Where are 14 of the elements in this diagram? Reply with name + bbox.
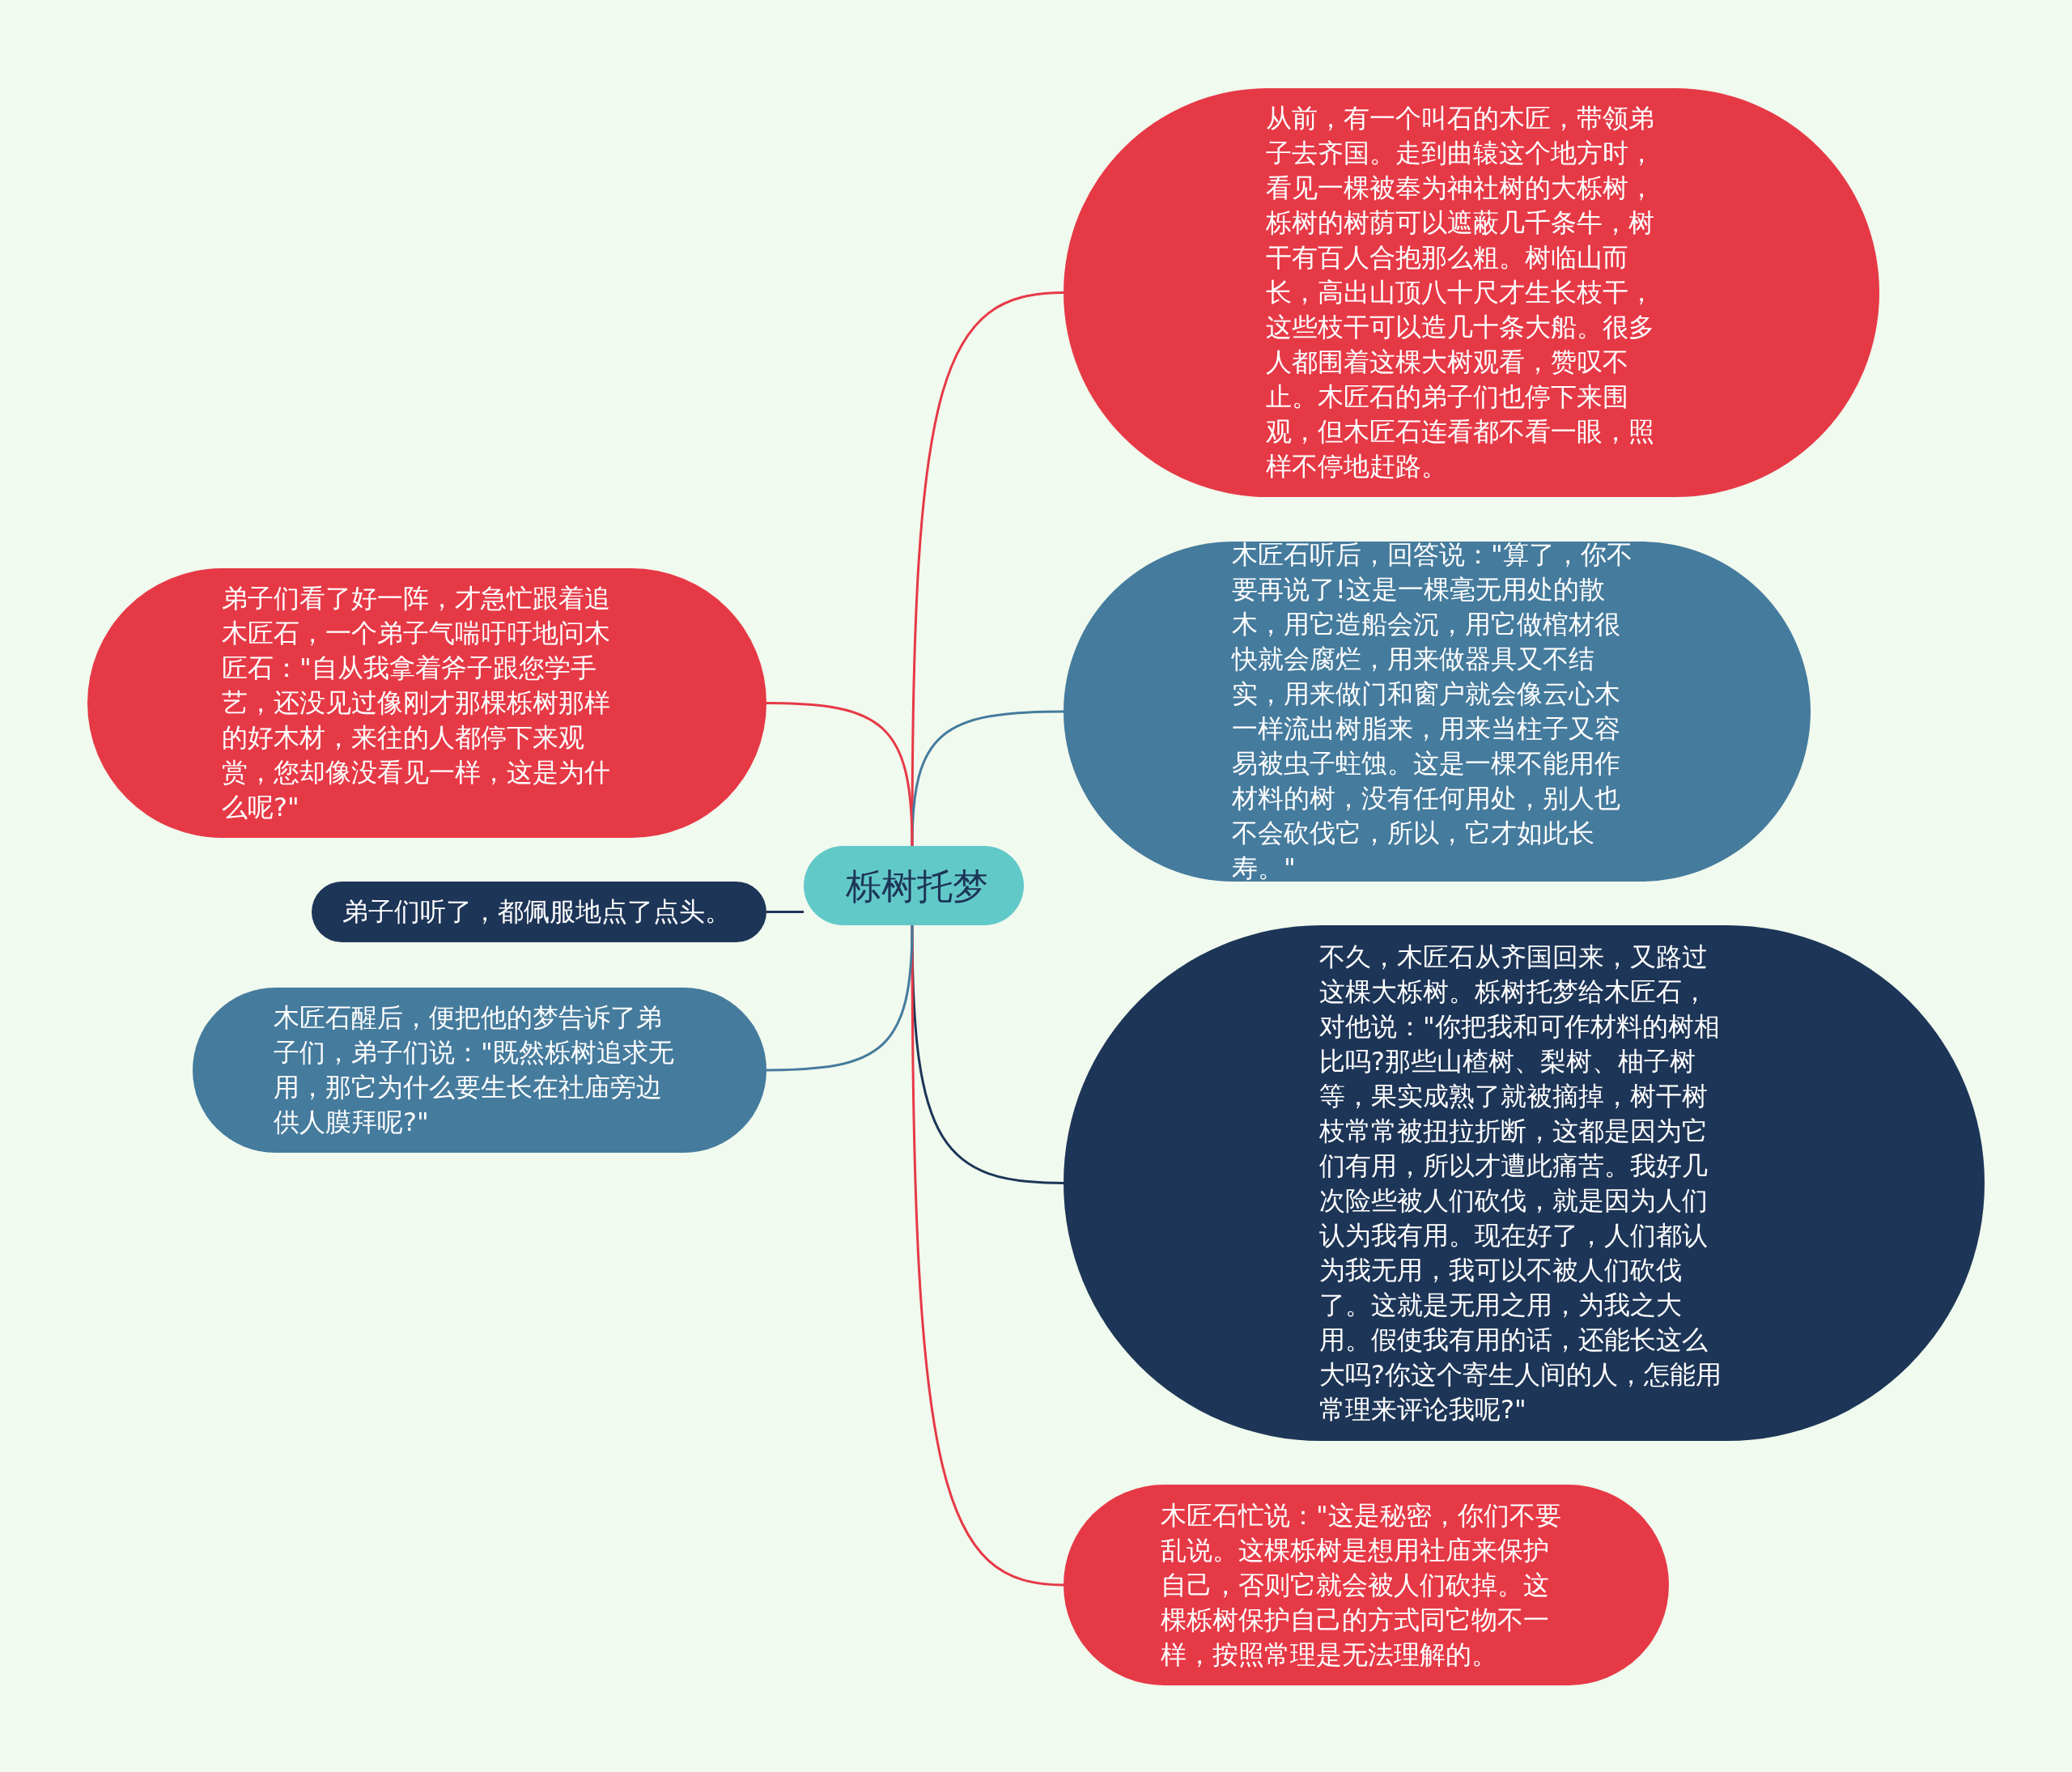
connector-line bbox=[911, 925, 1064, 1587]
topic-bubble: 弟子们看了好一阵，才急忙跟着追木匠石，一个弟子气喘吁吁地问木匠石："自从我拿着斧子跟您学手艺，还没见过像刚才那棵栎树那样的好木材，来往的人都停下来观赏，您却像没看见一样，这是为什么呢?" bbox=[87, 568, 766, 838]
topic-bubble: 木匠石醒后，便把他的梦告诉了弟子们，弟子们说："既然栎树追求无用，那它为什么要生长在社庙旁边供人膜拜呢?" bbox=[193, 988, 766, 1153]
connector-line bbox=[766, 911, 804, 913]
topic-bubble: 木匠石忙说："这是秘密，你们不要乱说。这棵栎树是想用社庙来保护自己，否则它就会被人们砍掉。这棵栎树保护自己的方式同它物不一样，按照常理是无法理解的。 bbox=[1064, 1485, 1669, 1685]
topic-bubble: 弟子们听了，都佩服地点了点头。 bbox=[312, 882, 766, 942]
connector-line bbox=[911, 291, 1064, 846]
connector-line bbox=[911, 710, 1064, 847]
topic-bubble: 从前，有一个叫石的木匠，带领弟子去齐国。走到曲辕这个地方时，看见一棵被奉为神社树的大栎树，栎树的树荫可以遮蔽几千条牛，树干有百人合抱那么粗。树临山而长，高出山顶八十尺才生长枝干，这些枝干可以造几十条大船。很多人都围着这棵大树观看，赞叹不止。木匠石的弟子们也停下来围观，但木匠石连看都不看一眼，照样不停地赶路。 bbox=[1064, 88, 1879, 497]
topic-bubble: 木匠石听后，回答说："算了，你不要再说了!这是一棵毫无用处的散木，用它造船会沉，用它做棺材很快就会腐烂，用来做器具又不结实，用来做门和窗户就会像云心木一样流出树脂来，用来当柱子又容易被虫子蛀蚀。这是一棵不能用作材料的树，没有任何用处，别人也不会砍伐它，所以，它才如此长寿。" bbox=[1064, 542, 1811, 882]
topic-bubble: 不久，木匠石从齐国回来，又路过这棵大栎树。栎树托梦给木匠石，对他说："你把我和可作材料的树相比吗?那些山楂树、梨树、柚子树等，果实成熟了就被摘掉，树干树枝常常被扭拉折断，这都是因为它们有用，所以才遭此痛苦。我好几次险些被人们砍伐，就是因为人们认为我有用。现在好了，人们都认为我无用，我可以不被人们砍伐了。这就是无用之用，为我之大用。假使我有用的话，还能长这么大吗?你这个寄生人间的人，怎能用常理来评论我呢?" bbox=[1064, 925, 1985, 1441]
central-topic: 栎树托梦 bbox=[804, 846, 1024, 925]
connector-line bbox=[766, 702, 914, 847]
connector-line bbox=[766, 924, 914, 1072]
